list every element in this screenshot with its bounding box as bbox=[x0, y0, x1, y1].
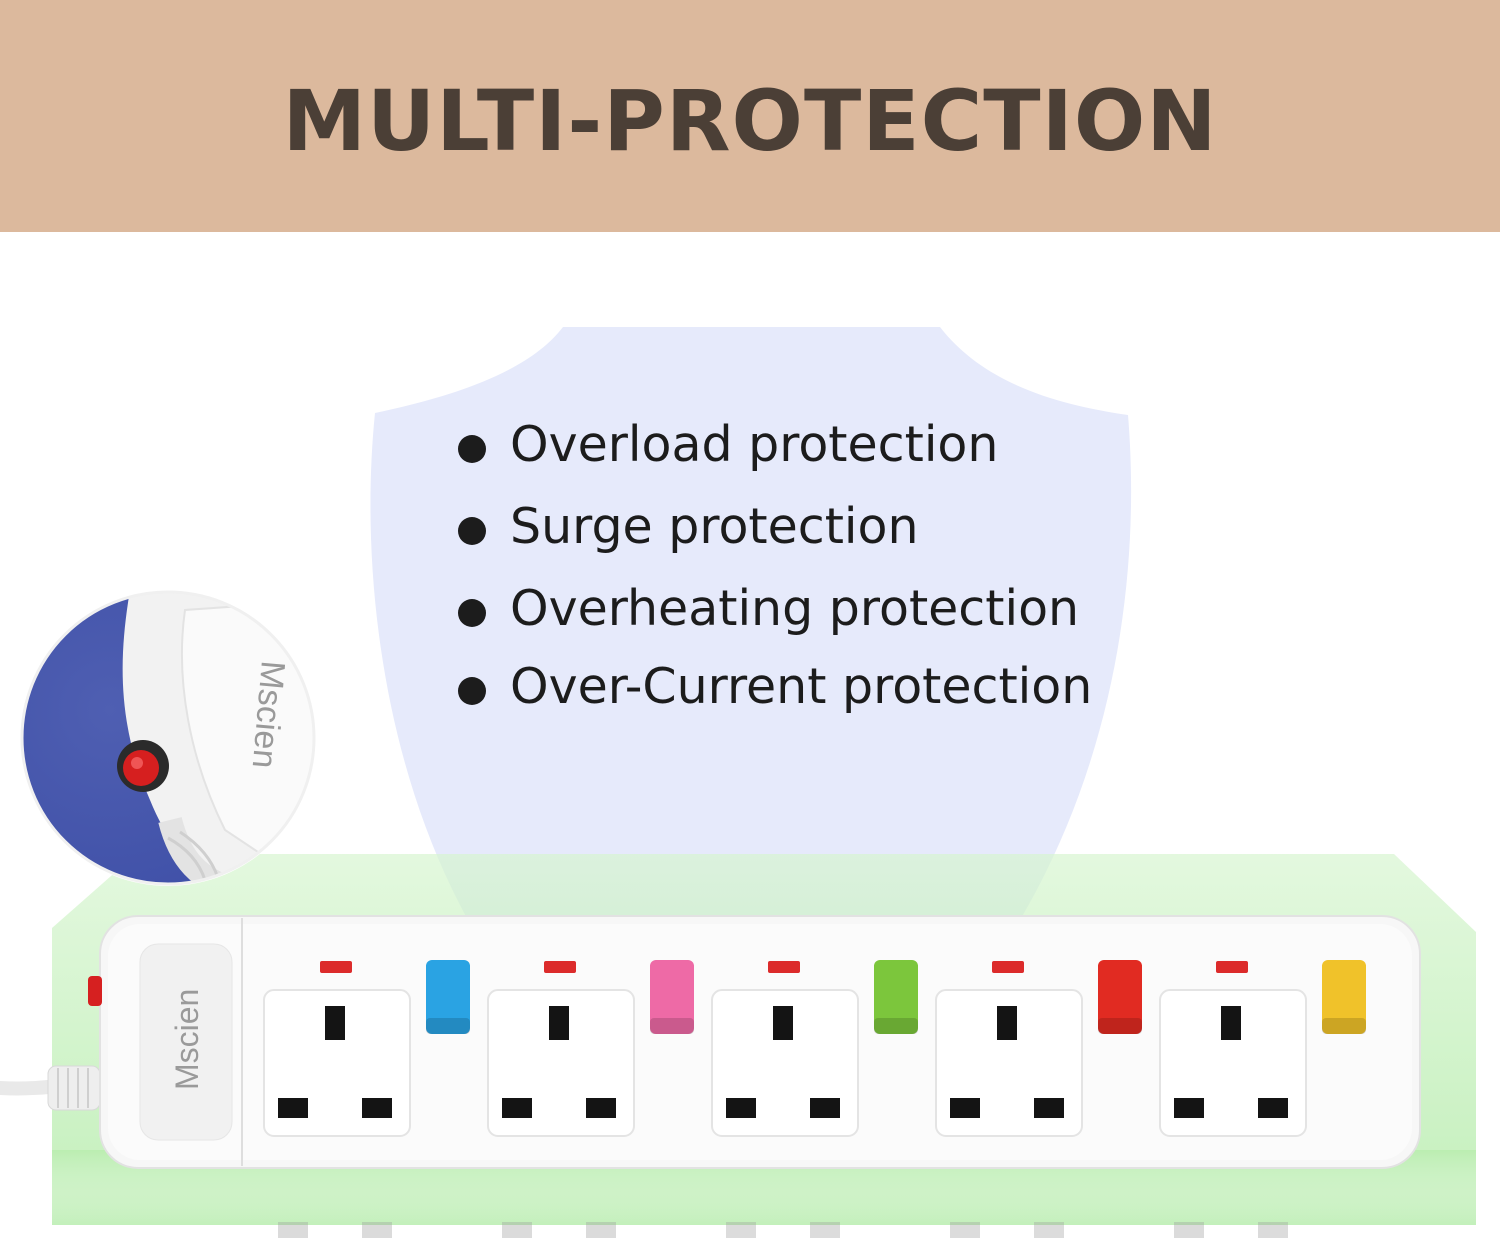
reflection-slot bbox=[810, 1222, 840, 1238]
reflection-slot bbox=[1034, 1222, 1064, 1238]
socket-switch[interactable] bbox=[650, 960, 694, 1034]
pin-slot bbox=[362, 1098, 392, 1118]
socket-switch[interactable] bbox=[426, 960, 470, 1034]
shield-shape bbox=[370, 327, 1132, 920]
pin-slot bbox=[1258, 1098, 1288, 1118]
feature-label: Overheating protection bbox=[510, 580, 1080, 637]
brand-logo-strip: Mscien bbox=[169, 989, 205, 1090]
reflection-slot bbox=[586, 1222, 616, 1238]
header-banner: MULTI-PROTECTION bbox=[0, 0, 1500, 232]
socket-unit bbox=[263, 960, 470, 1137]
indicator-light bbox=[544, 961, 576, 973]
switch-shadow bbox=[426, 1018, 470, 1034]
socket-switch[interactable] bbox=[874, 960, 918, 1034]
reflection-slot bbox=[1174, 1222, 1204, 1238]
socket-unit bbox=[935, 960, 1142, 1137]
pin-slot bbox=[950, 1098, 980, 1118]
bullet-icon bbox=[458, 677, 486, 705]
reflection-slot bbox=[950, 1222, 980, 1238]
page-title: MULTI-PROTECTION bbox=[282, 72, 1218, 170]
pin-slot bbox=[502, 1098, 532, 1118]
earth-slot bbox=[773, 1006, 793, 1040]
feature-label: Overload protection bbox=[510, 416, 999, 473]
indicator-light bbox=[992, 961, 1024, 973]
earth-slot bbox=[325, 1006, 345, 1040]
bullet-icon bbox=[458, 517, 486, 545]
switch-shadow bbox=[874, 1018, 918, 1034]
pin-slot bbox=[810, 1098, 840, 1118]
feature-label: Surge protection bbox=[510, 498, 919, 555]
indicator-light bbox=[320, 961, 352, 973]
earth-slot bbox=[549, 1006, 569, 1040]
socket-switch[interactable] bbox=[1098, 960, 1142, 1034]
socket-switch[interactable] bbox=[1322, 960, 1366, 1034]
indicator-light bbox=[1216, 961, 1248, 973]
reflection-slot bbox=[278, 1222, 308, 1238]
indicator-light bbox=[768, 961, 800, 973]
socket-unit bbox=[711, 960, 918, 1137]
reflection-slot bbox=[362, 1222, 392, 1238]
pin-slot bbox=[278, 1098, 308, 1118]
pin-slot bbox=[1174, 1098, 1204, 1118]
switch-shadow bbox=[650, 1018, 694, 1034]
reflection-slot bbox=[1258, 1222, 1288, 1238]
svg-text:Mscien: Mscien bbox=[245, 659, 292, 770]
reset-button-closeup: Mscien bbox=[20, 590, 316, 886]
pin-slot bbox=[1034, 1098, 1064, 1118]
feature-label: Over-Current protection bbox=[510, 658, 1093, 715]
reflection-slot bbox=[502, 1222, 532, 1238]
pin-slot bbox=[586, 1098, 616, 1118]
earth-slot bbox=[997, 1006, 1017, 1040]
socket-unit bbox=[487, 960, 694, 1137]
socket-unit bbox=[1159, 960, 1366, 1137]
switch-shadow bbox=[1098, 1018, 1142, 1034]
bullet-icon bbox=[458, 435, 486, 463]
bullet-icon bbox=[458, 599, 486, 627]
reset-button bbox=[88, 976, 102, 1006]
reflection-slot bbox=[726, 1222, 756, 1238]
earth-slot bbox=[1221, 1006, 1241, 1040]
pin-slot bbox=[726, 1098, 756, 1118]
switch-shadow bbox=[1322, 1018, 1366, 1034]
